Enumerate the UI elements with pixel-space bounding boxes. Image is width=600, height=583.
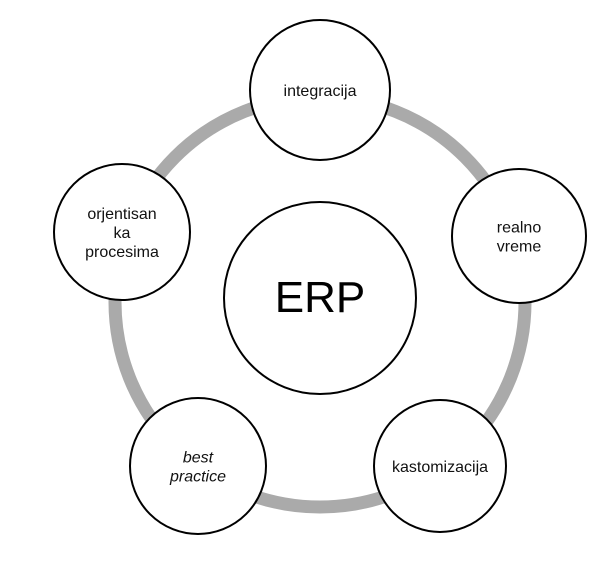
node-circle-best-practice [129,397,267,535]
node-kastomizacija: kastomizacija [373,399,507,533]
node-label-realno-vreme-line-2: vreme [497,239,542,256]
center-label: ERP [275,273,365,322]
node-orjentisan-ka-procesima: orjentisan ka procesima [53,163,191,301]
node-realno-vreme: realno vreme [451,168,587,304]
node-label-orjentisan-ka-procesima-line-2: ka [114,225,131,242]
node-label-orjentisan-ka-procesima-line-1: orjentisan [87,206,156,223]
node-best-practice: best practice [129,397,267,535]
outer-nodes: integracija realno vreme kastomizacija best p… [53,19,587,535]
node-label-integracija-line-1: integracija [284,83,357,100]
node-label-best-practice-line-2: practice [169,469,226,486]
node-label-kastomizacija-line-1: kastomizacija [392,459,488,476]
center-node: ERP [223,201,417,395]
center-circle [223,201,417,395]
node-label-orjentisan-ka-procesima-line-3: procesima [85,244,159,261]
node-circle-integracija [249,19,391,161]
node-label-realno-vreme-line-1: realno [497,220,542,237]
node-circle-orjentisan-ka-procesima [53,163,191,301]
node-circle-kastomizacija [373,399,507,533]
node-label-best-practice-line-1: best [183,450,214,467]
node-circle-realno-vreme [451,168,587,304]
node-integracija: integracija [249,19,391,161]
